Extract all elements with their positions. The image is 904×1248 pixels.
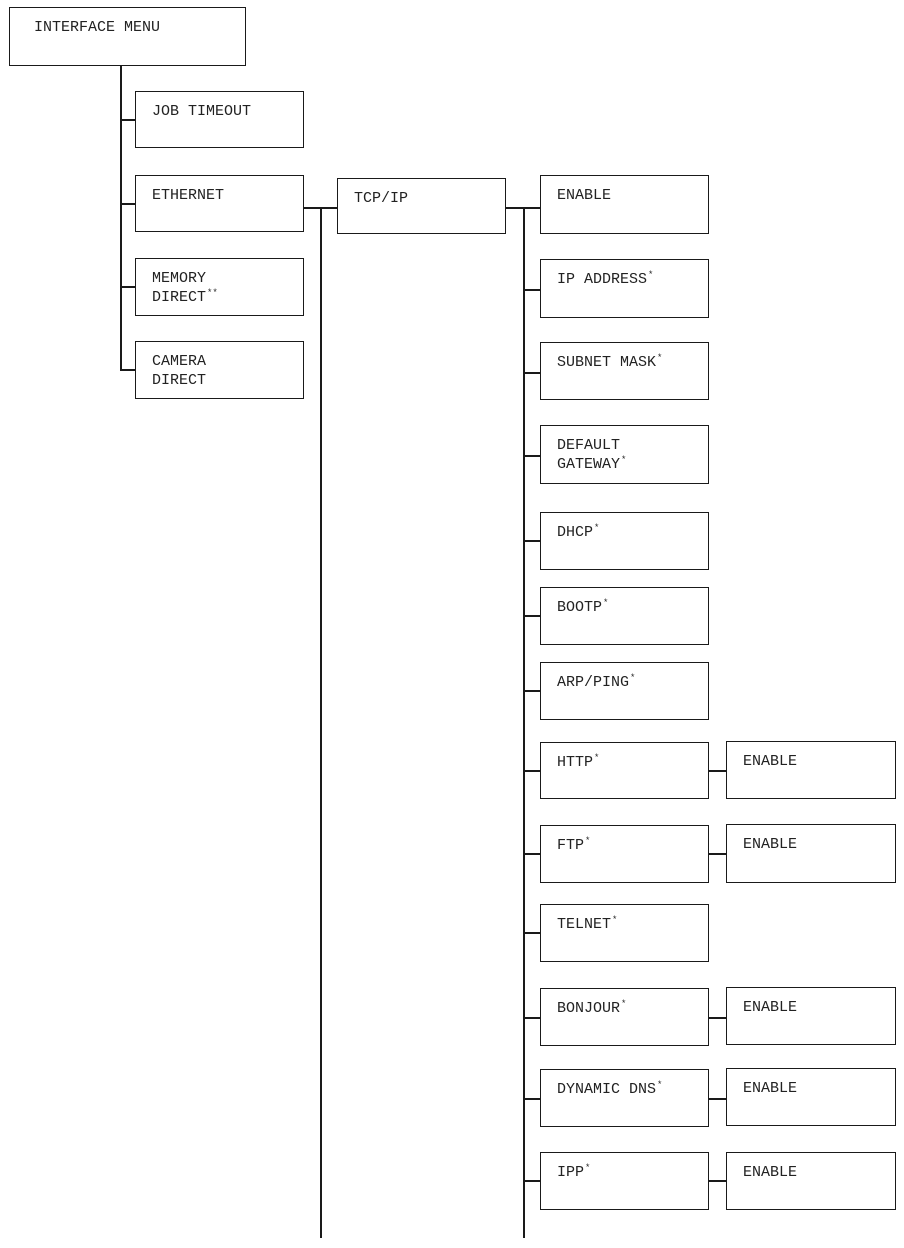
bootp-node: BOOTP* bbox=[540, 587, 709, 645]
telnet-label: TELNET bbox=[557, 916, 612, 933]
dhcp-footnote-mark: * bbox=[594, 523, 600, 533]
default-gateway-node: DEFAULT GATEWAY* bbox=[540, 425, 709, 484]
ipp-label: IPP bbox=[557, 1164, 585, 1181]
connector-trunk-interface bbox=[120, 65, 122, 370]
connector-bootp bbox=[523, 615, 541, 617]
connector-subnet-mask bbox=[523, 372, 541, 374]
dynamic-dns-footnote-mark: * bbox=[657, 1080, 663, 1090]
default-gateway-footnote-mark: * bbox=[621, 455, 627, 465]
http-node: HTTP* bbox=[540, 742, 709, 799]
connector-ipp-enable bbox=[709, 1180, 727, 1182]
dynamic-dns-enable-node: ENABLE bbox=[726, 1068, 896, 1126]
http-footnote-mark: * bbox=[594, 753, 600, 763]
connector-default-gateway bbox=[523, 455, 541, 457]
telnet-footnote-mark: * bbox=[612, 915, 618, 925]
ipp-enable-node: ENABLE bbox=[726, 1152, 896, 1210]
ftp-enable-label: ENABLE bbox=[743, 836, 798, 853]
default-gateway-label-line2: GATEWAY bbox=[557, 456, 621, 473]
dynamic-dns-label: DYNAMIC DNS bbox=[557, 1081, 657, 1098]
connector-bonjour-enable bbox=[709, 1017, 727, 1019]
camera-direct-label-line1: CAMERA bbox=[152, 353, 207, 370]
connector-ipp bbox=[523, 1180, 541, 1182]
connector-dynamic-dns-enable bbox=[709, 1098, 727, 1100]
bonjour-node: BONJOUR* bbox=[540, 988, 709, 1046]
ip-address-node: IP ADDRESS* bbox=[540, 259, 709, 318]
connector-memory-direct bbox=[120, 286, 136, 288]
subnet-mask-node: SUBNET MASK* bbox=[540, 342, 709, 400]
connector-job-timeout bbox=[120, 119, 136, 121]
job-timeout-label: JOB TIMEOUT bbox=[152, 103, 252, 120]
dhcp-node: DHCP* bbox=[540, 512, 709, 570]
bonjour-enable-node: ENABLE bbox=[726, 987, 896, 1045]
connector-http-enable bbox=[709, 770, 727, 772]
ip-address-footnote-mark: * bbox=[648, 270, 654, 280]
interface-menu-node: INTERFACE MENU bbox=[9, 7, 246, 66]
tcpip-enable-label: ENABLE bbox=[557, 187, 612, 204]
connector-trunk-ethernet bbox=[320, 207, 322, 1238]
ethernet-node: ETHERNET bbox=[135, 175, 304, 232]
tcpip-enable-node: ENABLE bbox=[540, 175, 709, 234]
connector-ethernet bbox=[120, 203, 136, 205]
ip-address-label: IP ADDRESS bbox=[557, 271, 648, 288]
memory-direct-footnote-mark: ** bbox=[207, 288, 218, 298]
camera-direct-node: CAMERA DIRECT bbox=[135, 341, 304, 399]
default-gateway-label-line1: DEFAULT bbox=[557, 437, 621, 454]
connector-dhcp bbox=[523, 540, 541, 542]
arp-ping-label: ARP/PING bbox=[557, 674, 630, 691]
job-timeout-node: JOB TIMEOUT bbox=[135, 91, 304, 148]
ethernet-label: ETHERNET bbox=[152, 187, 225, 204]
connector-ftp bbox=[523, 853, 541, 855]
ipp-footnote-mark: * bbox=[585, 1163, 591, 1173]
connector-bonjour bbox=[523, 1017, 541, 1019]
http-enable-label: ENABLE bbox=[743, 753, 798, 770]
subnet-mask-label: SUBNET MASK bbox=[557, 354, 657, 371]
connector-ftp-enable bbox=[709, 853, 727, 855]
http-label: HTTP bbox=[557, 754, 594, 771]
memory-direct-label-line1: MEMORY bbox=[152, 270, 207, 287]
telnet-node: TELNET* bbox=[540, 904, 709, 962]
ipp-node: IPP* bbox=[540, 1152, 709, 1210]
connector-telnet bbox=[523, 932, 541, 934]
tcpip-node: TCP/IP bbox=[337, 178, 506, 234]
ftp-label: FTP bbox=[557, 837, 585, 854]
connector-trunk-tcpip bbox=[523, 207, 525, 1238]
connector-arp-ping bbox=[523, 690, 541, 692]
arp-ping-node: ARP/PING* bbox=[540, 662, 709, 720]
subnet-mask-footnote-mark: * bbox=[657, 353, 663, 363]
memory-direct-label-line2: DIRECT bbox=[152, 289, 207, 306]
dynamic-dns-enable-label: ENABLE bbox=[743, 1080, 798, 1097]
interface-menu-label: INTERFACE MENU bbox=[34, 19, 161, 36]
bonjour-enable-label: ENABLE bbox=[743, 999, 798, 1016]
bonjour-footnote-mark: * bbox=[621, 999, 627, 1009]
http-enable-node: ENABLE bbox=[726, 741, 896, 799]
bootp-label: BOOTP bbox=[557, 599, 603, 616]
ftp-footnote-mark: * bbox=[585, 836, 591, 846]
memory-direct-node: MEMORY DIRECT** bbox=[135, 258, 304, 316]
bootp-footnote-mark: * bbox=[603, 598, 609, 608]
ftp-node: FTP* bbox=[540, 825, 709, 883]
dhcp-label: DHCP bbox=[557, 524, 594, 541]
connector-dynamic-dns bbox=[523, 1098, 541, 1100]
dynamic-dns-node: DYNAMIC DNS* bbox=[540, 1069, 709, 1127]
tcpip-label: TCP/IP bbox=[354, 190, 409, 207]
connector-camera-direct bbox=[120, 369, 136, 371]
ipp-enable-label: ENABLE bbox=[743, 1164, 798, 1181]
arp-ping-footnote-mark: * bbox=[630, 673, 636, 683]
connector-ip-address bbox=[523, 289, 541, 291]
ftp-enable-node: ENABLE bbox=[726, 824, 896, 883]
connector-http bbox=[523, 770, 541, 772]
camera-direct-label-line2: DIRECT bbox=[152, 372, 207, 389]
bonjour-label: BONJOUR bbox=[557, 1000, 621, 1017]
